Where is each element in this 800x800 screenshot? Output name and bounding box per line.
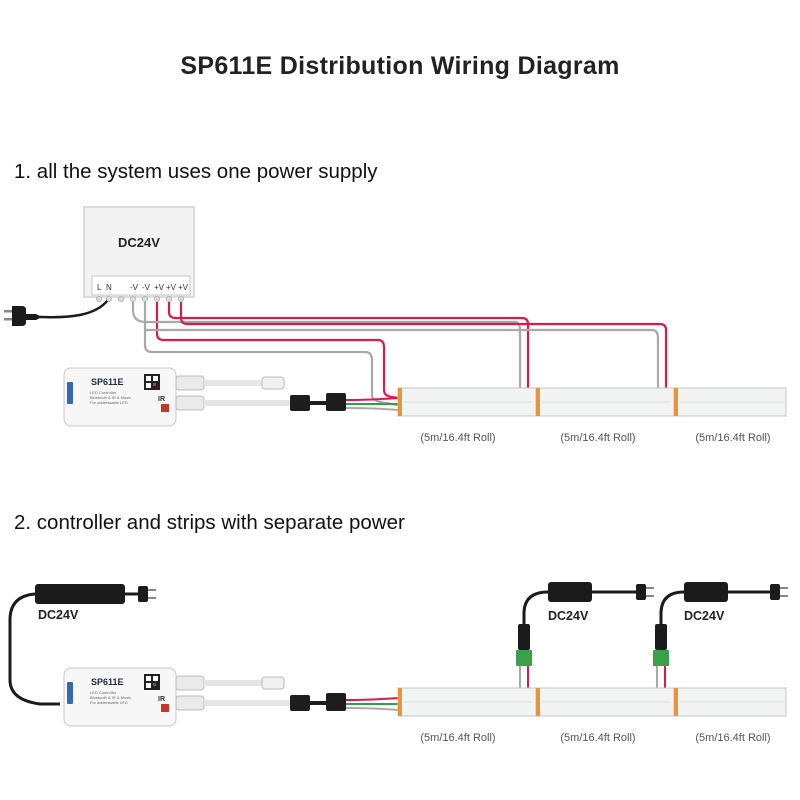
- led-strip-1-section-2: [397, 687, 537, 717]
- power-supply-label: DC24V: [118, 235, 160, 250]
- qr-code-icon: [144, 674, 160, 690]
- strip-label: (5m/16.4ft Roll): [560, 432, 635, 444]
- adapter-label: DC24V: [684, 609, 725, 623]
- diagram-title: SP611E Distribution Wiring Diagram: [180, 52, 620, 80]
- positive-wire-to-strip-2: [167, 302, 530, 392]
- ir-label: IR: [158, 396, 165, 403]
- svg-text:For addressable LED: For addressable LED: [90, 700, 128, 705]
- strip-label: (5m/16.4ft Roll): [695, 732, 770, 744]
- qr-code-icon: [144, 374, 160, 390]
- positive-wire-to-controller: [155, 302, 399, 400]
- strip-label: (5m/16.4ft Roll): [560, 732, 635, 744]
- svg-text:For addressable LED: For addressable LED: [90, 400, 128, 405]
- power-adapter-strip-2: DC24V: [516, 582, 654, 700]
- section-1-heading: 1. all the system uses one power supply: [14, 160, 378, 183]
- strip-label: (5m/16.4ft Roll): [420, 432, 495, 444]
- terminal-label: L: [97, 283, 102, 292]
- svg-text:LED Controller: LED Controller: [90, 690, 117, 695]
- power-supply-terminals: L N -V -V +V +V +V: [97, 283, 189, 292]
- power-wires-section-1: [131, 302, 668, 410]
- terminal-label: +V: [166, 283, 177, 292]
- led-strip-1-section-1: [397, 387, 537, 417]
- terminal-label: +V: [154, 283, 165, 292]
- power-adapter-controller: DC24V: [8, 584, 156, 706]
- led-strip-3-section-1: [673, 387, 787, 417]
- controller-cables-section-2: [175, 675, 399, 711]
- svg-text:LED Controller: LED Controller: [90, 390, 117, 395]
- svg-text:Bluetooth & IR & Music: Bluetooth & IR & Music: [90, 695, 131, 700]
- led-strip-2-section-2: [535, 687, 675, 717]
- strip-label: (5m/16.4ft Roll): [420, 732, 495, 744]
- sp611e-controller-section-2: SP611E LED Controller Bluetooth & IR & M…: [63, 667, 177, 727]
- ir-label: IR: [158, 696, 165, 703]
- positive-wire-to-strip-3: [179, 302, 668, 392]
- ac-plug-section-1: [4, 299, 109, 326]
- led-strip-3-section-2: [673, 687, 787, 717]
- terminal-label: -V: [142, 283, 151, 292]
- power-adapter-strip-3: DC24V: [653, 582, 788, 700]
- strip-label: (5m/16.4ft Roll): [695, 432, 770, 444]
- terminal-label: +V: [178, 283, 189, 292]
- terminal-label: N: [106, 283, 112, 292]
- adapter-label: DC24V: [548, 609, 589, 623]
- negative-wire-to-strip-2: [131, 302, 522, 405]
- adapter-label: DC24V: [38, 608, 79, 622]
- terminal-label: -V: [130, 283, 139, 292]
- negative-wire-to-strip-3: [145, 328, 660, 410]
- sp611e-controller-section-1: SP611E LED Controller Bluetooth & IR & M…: [63, 367, 177, 427]
- led-strip-2-section-1: [535, 387, 675, 417]
- controller-name: SP611E: [91, 377, 124, 387]
- section-2-heading: 2. controller and strips with separate p…: [14, 511, 405, 534]
- power-supply-unit: DC24V L N -V -V +V +V +V: [83, 206, 195, 302]
- controller-name: SP611E: [91, 677, 124, 687]
- svg-text:Bluetooth & IR & Music: Bluetooth & IR & Music: [90, 395, 131, 400]
- controller-cables-section-1: [175, 375, 399, 411]
